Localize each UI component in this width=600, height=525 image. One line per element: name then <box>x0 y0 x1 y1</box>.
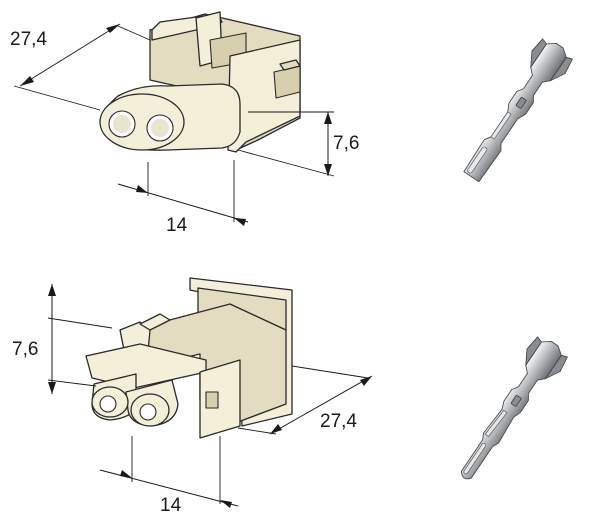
bottom-dimension-height <box>47 284 113 394</box>
top-dimension-width <box>117 160 249 226</box>
bottom-dimension-length <box>237 365 373 435</box>
bottom-length-label: 27,4 <box>320 411 357 432</box>
top-height-label: 7,6 <box>333 133 360 154</box>
bottom-width-label: 14 <box>160 495 182 516</box>
top-female-housing <box>99 11 301 153</box>
bottom-male-housing <box>85 277 293 439</box>
bottom-dimension-width <box>99 436 239 508</box>
top-width-label: 14 <box>166 215 188 236</box>
bottom-height-label: 7,6 <box>12 339 39 360</box>
top-dimension-height <box>237 111 335 177</box>
top-dimension-length <box>13 23 151 111</box>
female-terminal <box>463 38 573 183</box>
male-terminal <box>460 336 568 480</box>
top-length-label: 27,4 <box>10 29 47 50</box>
